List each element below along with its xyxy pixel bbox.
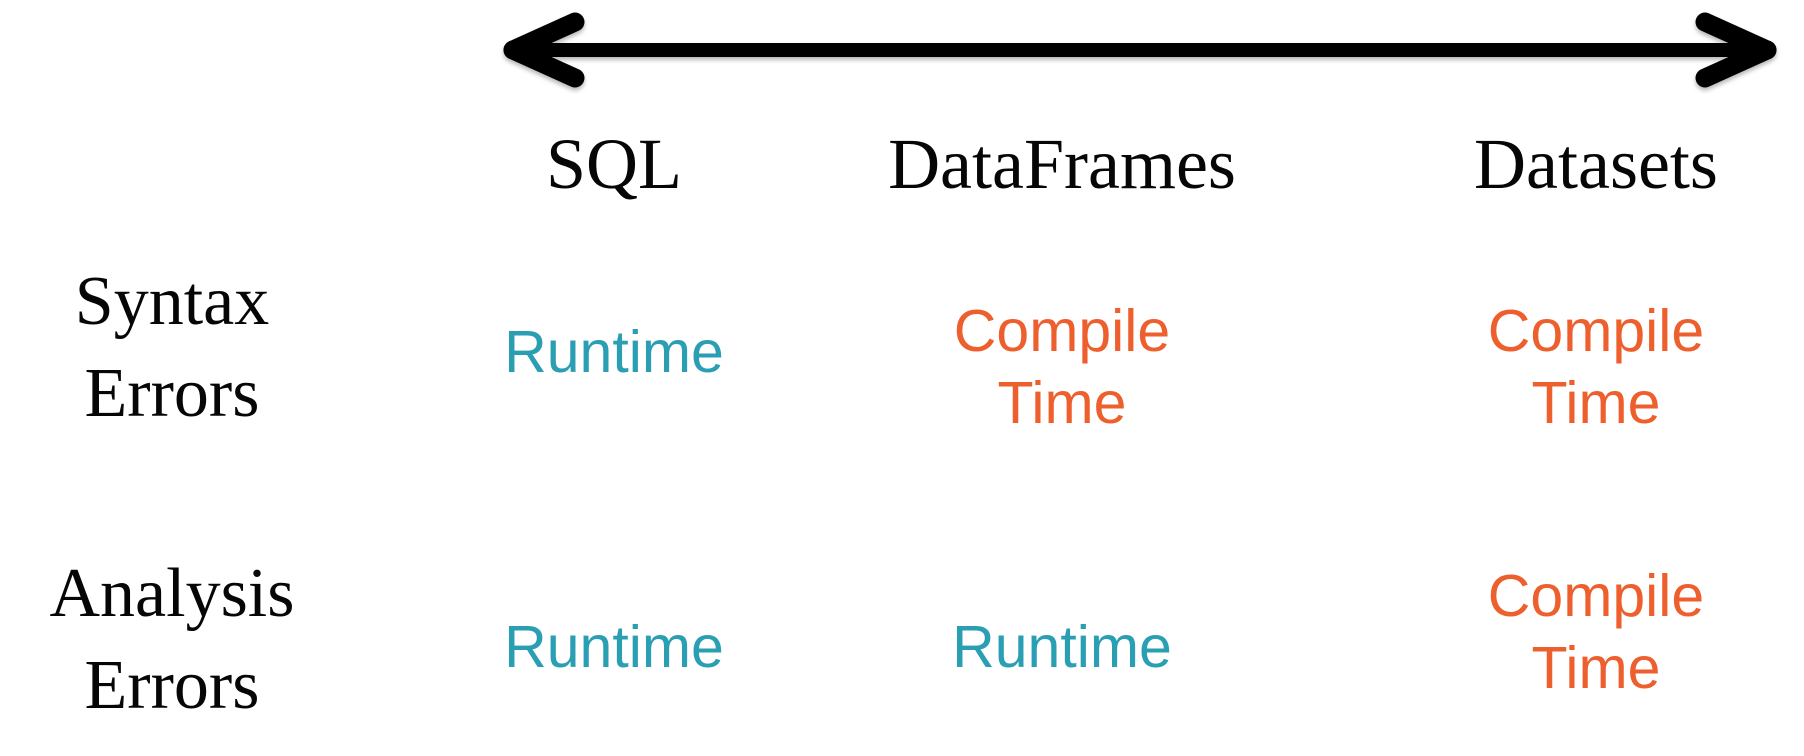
cell-line: Runtime	[952, 614, 1172, 680]
row-label-line: Syntax	[74, 263, 270, 340]
cell-syntax-datasets: Compile Time	[1431, 295, 1761, 439]
cell-line: Runtime	[504, 319, 724, 385]
column-header-sql: SQL	[545, 124, 683, 204]
column-header-dataframes: DataFrames	[888, 124, 1236, 204]
row-label-analysis-errors: Analysis Errors	[0, 548, 352, 732]
cell-analysis-datasets: Compile Time	[1431, 560, 1761, 704]
cell-line: Compile	[1487, 298, 1705, 364]
row-label-line: Errors	[84, 647, 260, 724]
column-header-datasets: Datasets	[1474, 124, 1718, 204]
cell-line: Runtime	[504, 614, 724, 680]
cell-line: Compile	[1487, 563, 1705, 629]
row-label-syntax-errors: Syntax Errors	[0, 256, 352, 440]
spectrum-arrow-icon	[498, 6, 1782, 102]
row-label-line: Errors	[84, 355, 260, 432]
cell-line: Time	[1531, 370, 1661, 436]
cell-line: Time	[997, 370, 1127, 436]
row-label-line: Analysis	[49, 555, 295, 632]
cell-analysis-sql: Runtime	[449, 611, 779, 683]
cell-line: Compile	[953, 298, 1171, 364]
cell-syntax-sql: Runtime	[449, 316, 779, 388]
cell-syntax-dataframes: Compile Time	[897, 295, 1227, 439]
cell-analysis-dataframes: Runtime	[897, 611, 1227, 683]
cell-line: Time	[1531, 635, 1661, 701]
